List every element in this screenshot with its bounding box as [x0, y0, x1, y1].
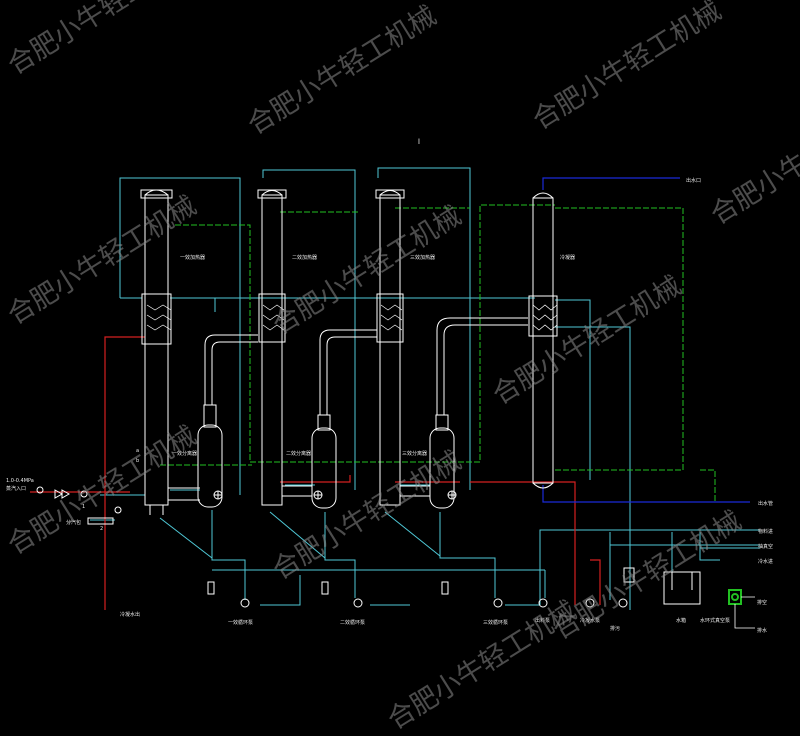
watermark: 合肥小牛轻工机械	[2, 0, 202, 81]
watermark: 合肥小牛轻工机械	[2, 420, 202, 561]
tail-outlet-label: 出水管	[758, 500, 773, 507]
steam-inlet-label: 蒸汽入口	[6, 485, 26, 492]
separators	[197, 404, 457, 509]
water-tank-label: 水箱	[676, 617, 686, 624]
watermark: 合肥小牛轻工机械	[705, 90, 800, 231]
watermark: 合肥小牛轻工机械	[547, 505, 747, 646]
labels: 1.0-0.4MPa 蒸汽入口 分汽包 1 2 一效加热器 二效加热器 三效加热…	[6, 138, 773, 634]
heater-3-label: 三效加热器	[410, 254, 435, 261]
column-2	[257, 189, 287, 506]
vent-label: 排空	[757, 599, 767, 606]
connector-stubs	[168, 485, 430, 501]
watermark: 合肥小牛轻工机械	[487, 270, 687, 411]
pump-2-label: 二效循环泵	[340, 619, 365, 626]
tag-2: 2	[100, 526, 103, 532]
steam-header-label: 分汽包	[66, 519, 81, 526]
separator-2-label: 二效分离器	[286, 450, 311, 457]
cooling-in-label: 冷水进	[758, 558, 773, 565]
red-lines	[30, 336, 601, 610]
steam-header	[36, 486, 122, 525]
vacuum-label: 抽真空	[758, 543, 773, 550]
tag-b: b	[136, 458, 139, 464]
green-lines	[160, 204, 716, 502]
pump-3-label: 三效循环泵	[483, 619, 508, 626]
watermark: 合肥小牛轻工机械	[2, 190, 202, 331]
heater-1-label: 一效加热器	[180, 254, 205, 261]
watermark: 合肥小牛轻工机械	[527, 0, 727, 136]
vapor-pipes	[204, 317, 528, 415]
drain-out-label: 排水	[757, 627, 767, 634]
column-1	[140, 189, 173, 515]
condenser-label: 冷凝器	[560, 254, 575, 261]
condensate-label: 冷凝水出	[120, 611, 140, 618]
watermark: 合肥小牛轻工机械	[382, 595, 582, 736]
top-marker: l	[418, 138, 420, 146]
condensate-pump-label: 冷凝水泵	[580, 617, 600, 624]
watermark: 合肥小牛轻工机械	[267, 445, 467, 586]
evaporator-columns	[36, 189, 701, 608]
blue-lines	[542, 177, 750, 503]
discharge-pump-label: 出料泵	[535, 617, 550, 624]
water-tank	[663, 571, 701, 605]
flowmeters	[207, 567, 635, 595]
separator-3-label: 三效分离器	[402, 450, 427, 457]
pump-1-label: 一效循环泵	[228, 619, 253, 626]
vacuum-pump-label: 水环式真空泵	[700, 617, 730, 624]
water-seal-label: 物料进	[758, 528, 773, 535]
pumps	[240, 598, 628, 608]
drain-label: 排污	[610, 625, 620, 632]
vacuum-pump-lines	[734, 596, 755, 629]
cyan-process-lines	[90, 167, 760, 610]
tag-a: a	[136, 448, 139, 454]
column-3	[375, 189, 405, 506]
vacuum-pump	[728, 589, 742, 605]
watermark: 合肥小牛轻工机械	[267, 200, 467, 341]
pressure-label: 1.0-0.4MPa	[6, 478, 34, 484]
heater-2-label: 二效加热器	[292, 254, 317, 261]
condenser-outlet-label: 出水口	[686, 177, 701, 184]
condenser-column	[528, 192, 558, 489]
tag-1: 1	[82, 504, 85, 510]
watermark: 合肥小牛轻工机械	[242, 0, 442, 141]
separator-1-label: 一效分离器	[172, 450, 197, 457]
